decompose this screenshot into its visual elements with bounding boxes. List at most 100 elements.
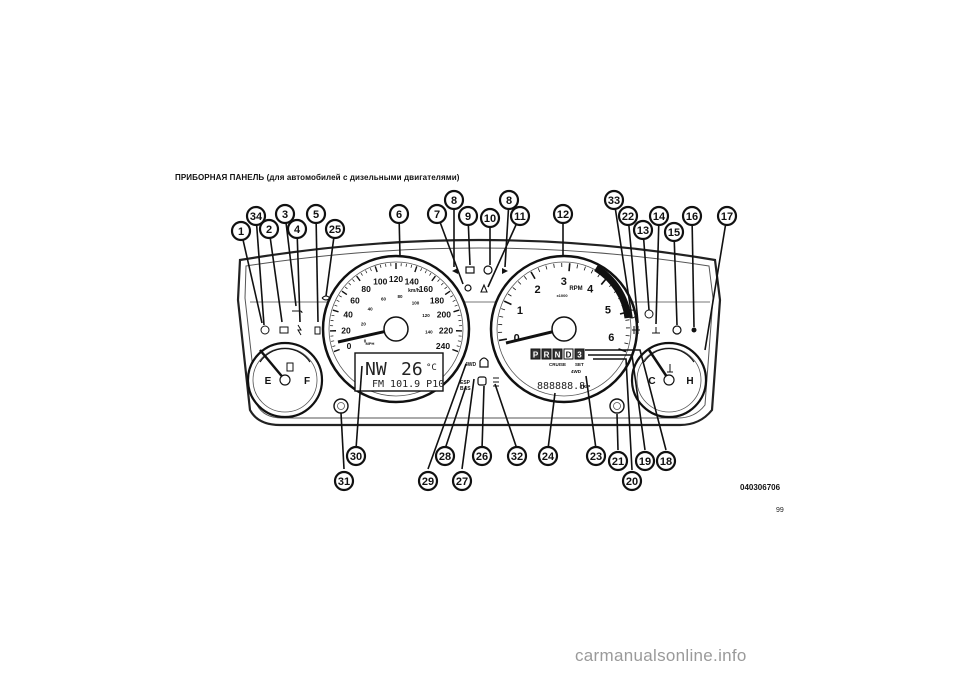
tach-tick [583, 266, 586, 271]
seatbelt-icon [480, 283, 488, 293]
tach-label: 0 [514, 332, 520, 344]
svg-text:25: 25 [329, 224, 341, 236]
fuel-gauge: E F [246, 341, 324, 419]
speedo-mph-label: 0 [364, 338, 367, 343]
glow-plug-icon [260, 325, 270, 335]
speedo-kmh-label: 140 [405, 277, 419, 287]
callout-20: 20 [621, 470, 643, 492]
lcd-radio: FM 101.9 P10 [372, 379, 444, 390]
tach-label: 3 [561, 276, 567, 288]
callout-24: 24 [537, 445, 559, 467]
speedo-mph-label: 100 [412, 300, 420, 305]
speedo-tick [452, 348, 459, 353]
tach-tick [512, 287, 517, 291]
tach-tick [613, 289, 618, 293]
airbag-icon [464, 284, 472, 292]
tach-tick [537, 268, 541, 273]
fourwd-indicator-left: 4WD [465, 362, 477, 368]
speedo-unit-mph: MPH [366, 341, 375, 346]
callout-9: 9 [457, 205, 479, 227]
svg-text:10: 10 [484, 213, 496, 225]
speedo-kmh-label: 120 [389, 274, 403, 284]
callout-1: 1 [230, 220, 252, 242]
callout-33: 33 [603, 189, 625, 211]
check-engine-icon [321, 295, 331, 301]
callout-25: 25 [324, 218, 346, 240]
tach-tick [600, 277, 608, 286]
callout-17: 17 [716, 205, 738, 227]
svg-text:7: 7 [434, 209, 440, 221]
turn-right-icon [502, 268, 508, 274]
speedo-kmh-label: 220 [439, 325, 453, 335]
temp-gauge: C H [630, 341, 708, 419]
speedo-tick [356, 275, 361, 282]
speedo-tick [332, 345, 336, 347]
speedo-tick [334, 304, 338, 307]
speedo-tick [331, 314, 335, 317]
security-indicator-icon [691, 327, 697, 333]
speedo-tick [333, 348, 340, 353]
speedo-tick [410, 264, 413, 268]
transmission-temp-icon [672, 325, 682, 335]
page-number: 99 [776, 507, 784, 514]
speedo-tick [431, 275, 436, 282]
callout-2: 2 [258, 218, 280, 240]
callout-23: 23 [585, 445, 607, 467]
callout-34: 34 [245, 205, 267, 227]
speedo-tick [341, 290, 348, 296]
tach-tick [624, 342, 629, 345]
speedo-kmh-label: 20 [341, 325, 351, 335]
door-ajar-icon [479, 357, 489, 368]
gear-box [563, 348, 574, 360]
gear-letter: R [544, 351, 550, 360]
callout-7: 7 [426, 203, 448, 225]
svg-text:8: 8 [506, 195, 512, 207]
svg-text:17: 17 [721, 211, 733, 223]
cluster-housing-inner [244, 247, 714, 419]
fuel-full-label: F [304, 376, 310, 387]
fuel-pump-icon [286, 362, 294, 372]
watermark: carmanualsonline.info [575, 646, 747, 665]
speedo-kmh-label: 60 [350, 295, 360, 305]
svg-text:4: 4 [294, 224, 301, 236]
lcd-temperature: 26 [401, 359, 423, 380]
lcd-compass: NW [365, 359, 387, 380]
tach-tick [553, 263, 555, 268]
tach-multiplier: x1000 [556, 293, 568, 298]
fourwd-indicator-right: 4WD [571, 369, 582, 374]
speedo-kmh-label: 200 [437, 310, 451, 320]
speedo-kmh-label: 0 [347, 341, 352, 351]
gear-box [541, 348, 552, 360]
svg-text:6: 6 [396, 209, 402, 221]
speedo-tick [450, 295, 454, 298]
abs-icon [644, 309, 654, 319]
callout-21: 21 [607, 450, 629, 472]
speedo-kmh-label: 240 [436, 341, 450, 351]
tach-tick [523, 276, 528, 280]
speedo-kmh-label: 180 [430, 295, 444, 305]
speedo-tick [379, 264, 382, 268]
speedo-tick [365, 270, 368, 274]
odometer: 888888.8 TRIP [537, 381, 590, 392]
speedo-kmh-label: 40 [343, 310, 353, 320]
gear-letter: 3 [577, 351, 582, 360]
callout-18: 18 [655, 450, 677, 472]
speedo-tick [344, 286, 348, 290]
callout-8: 8 [498, 189, 520, 211]
svg-text:13: 13 [637, 225, 649, 237]
speedo-mph-label: 140 [425, 330, 433, 335]
callout-32: 32 [506, 445, 528, 467]
tach-tick [590, 269, 594, 274]
svg-text:24: 24 [542, 451, 555, 463]
speedo-mph-label: 80 [397, 294, 403, 299]
gear-letter: D [566, 351, 572, 360]
lcd-display-left: NW 26 °C FM 101.9 P10 [354, 352, 444, 392]
battery-icon [279, 326, 289, 334]
svg-text:23: 23 [590, 451, 602, 463]
speedo-kmh-label: 80 [361, 284, 371, 294]
callout-19: 19 [634, 450, 656, 472]
svg-text:21: 21 [612, 456, 624, 468]
temp-hot-label: H [686, 376, 693, 387]
fuel-warning-icon [314, 326, 321, 335]
